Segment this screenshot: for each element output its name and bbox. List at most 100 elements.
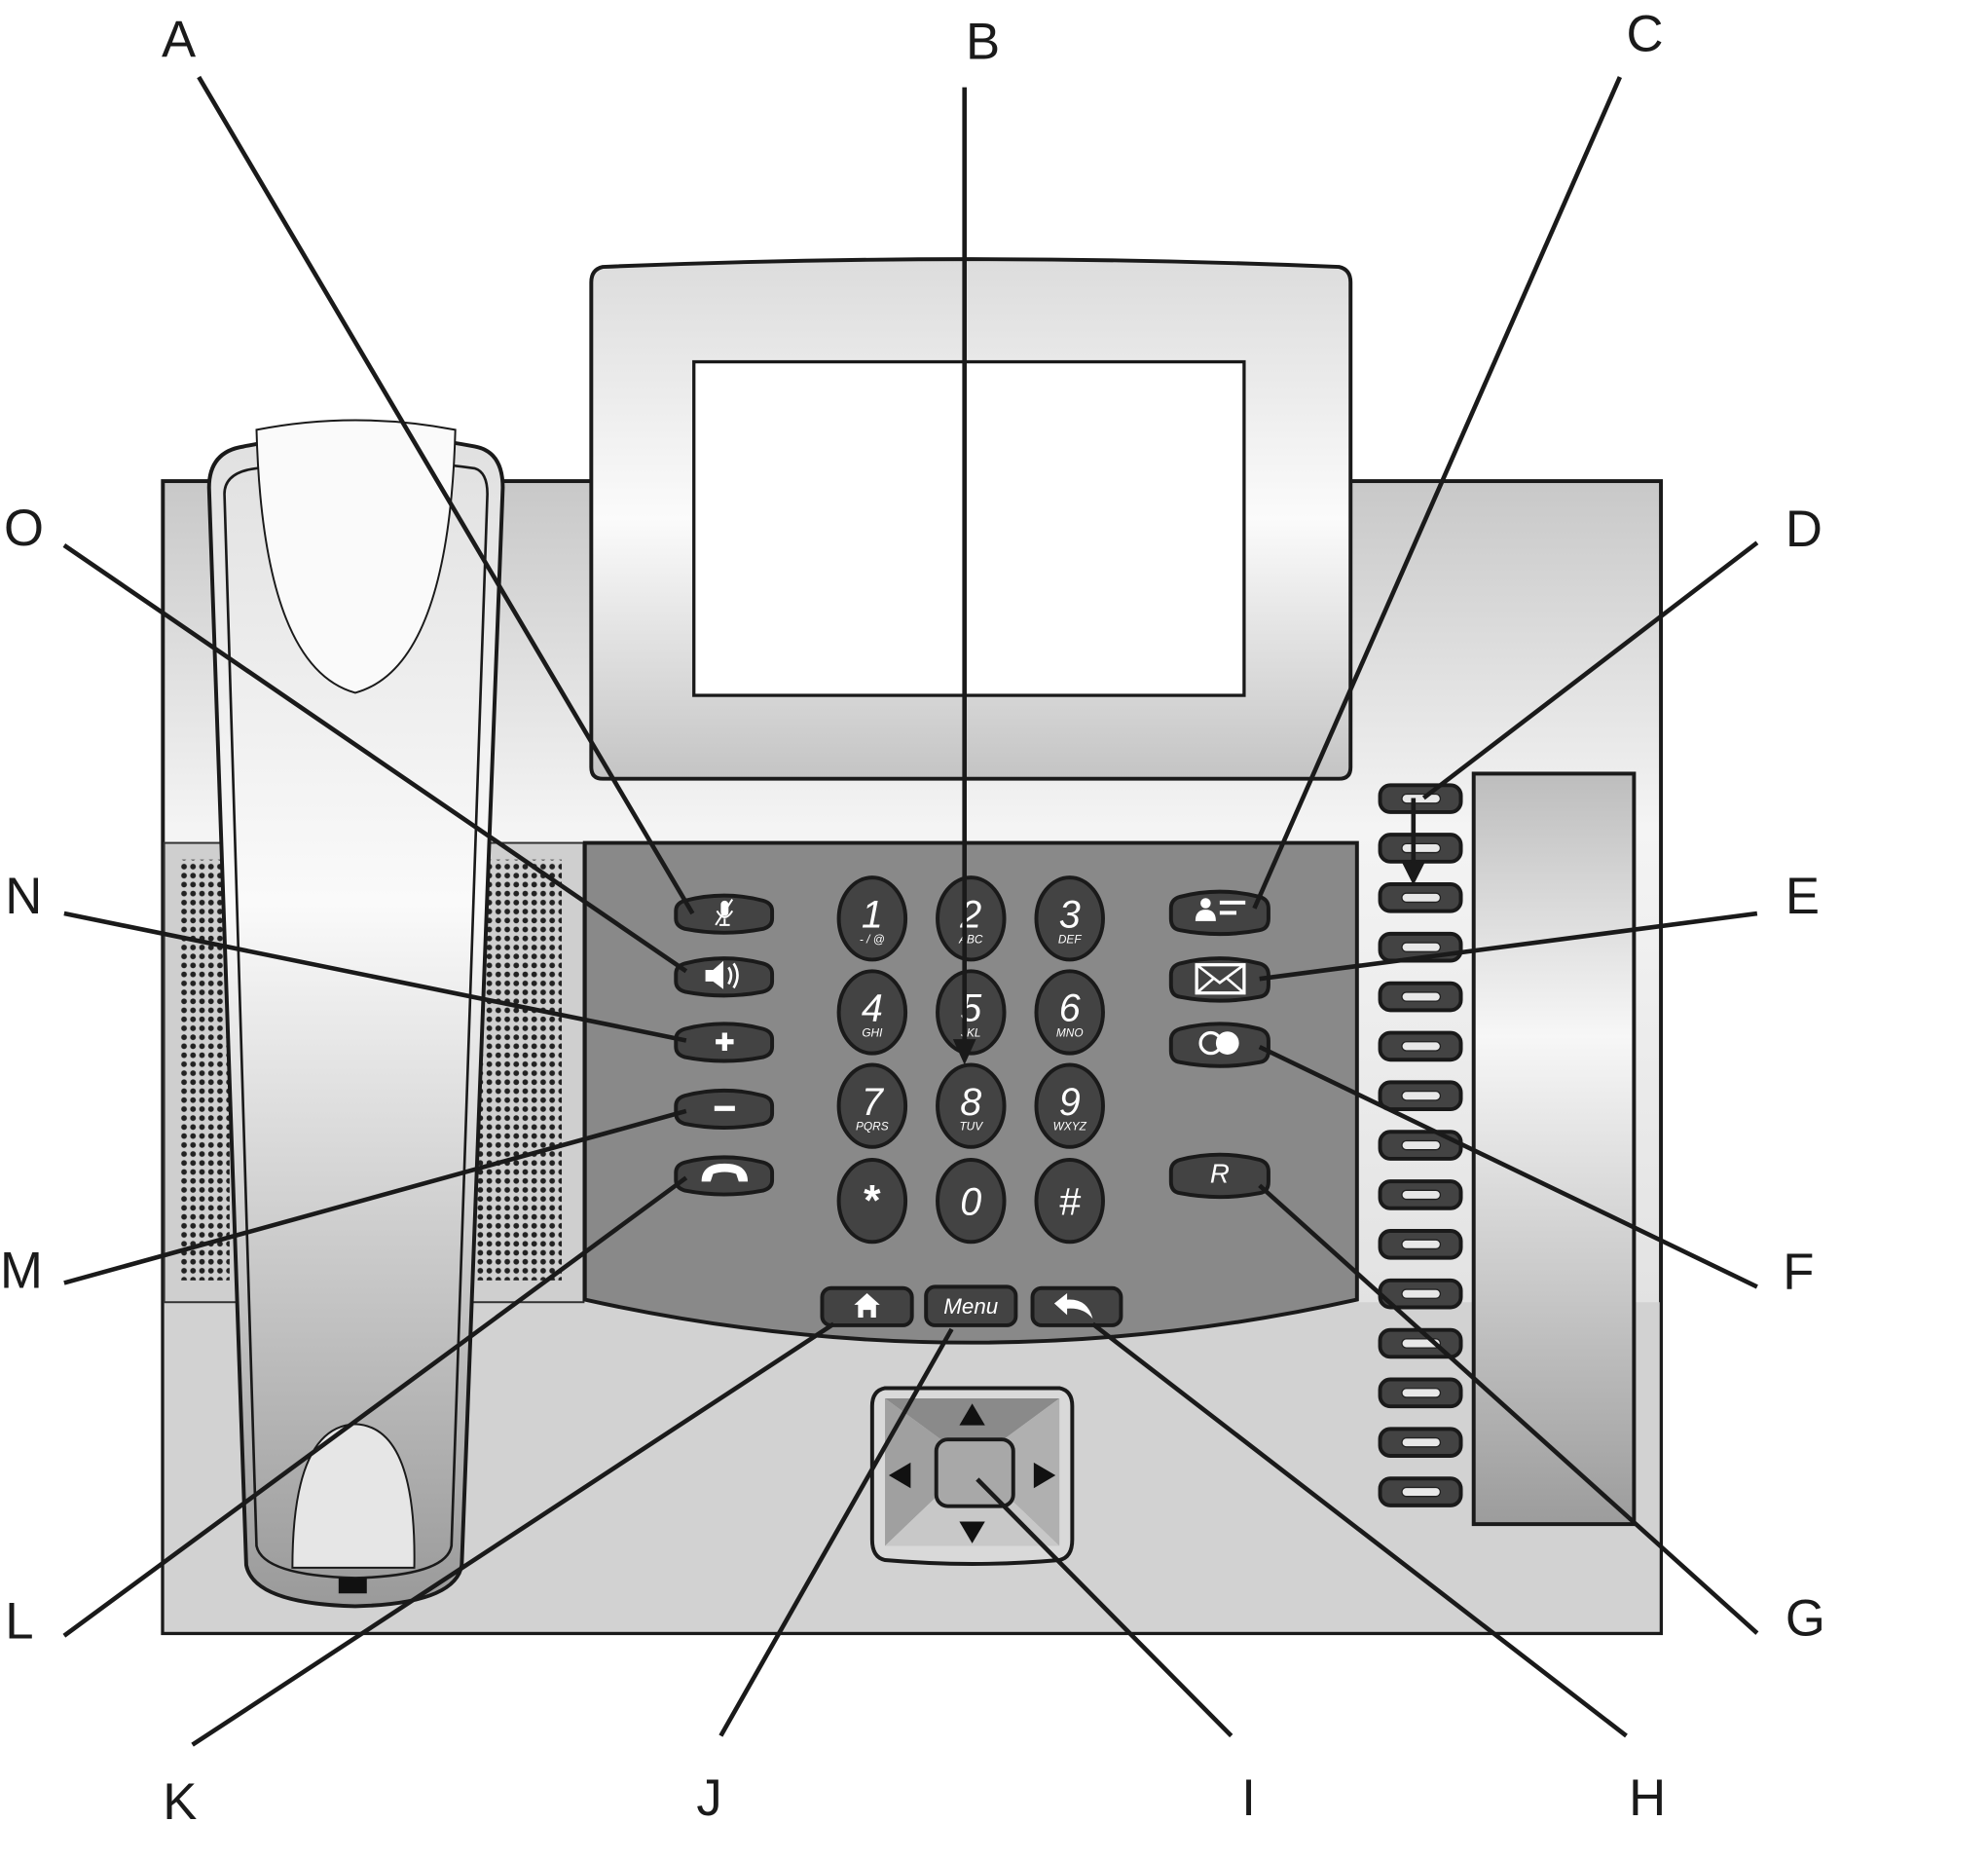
nav-left-icon[interactable] — [888, 1462, 911, 1489]
function-keys — [1378, 783, 1463, 1507]
callout-b: B — [966, 14, 1000, 71]
callout-line-h — [1091, 1321, 1628, 1738]
function-key-led — [1401, 793, 1442, 804]
function-key[interactable] — [1378, 1080, 1463, 1112]
key-letters: - / @ — [860, 932, 885, 946]
messages-button[interactable] — [1168, 956, 1270, 1003]
function-key[interactable] — [1378, 1179, 1463, 1210]
callout-line-a — [197, 75, 695, 915]
function-key-led — [1401, 842, 1442, 854]
function-key-led — [1401, 1139, 1442, 1151]
callout-g: G — [1786, 1590, 1825, 1648]
key-hash[interactable]: # — [1034, 1158, 1105, 1245]
callout-c: C — [1626, 6, 1663, 63]
key-letters: MNO — [1056, 1026, 1084, 1040]
key-digit: * — [864, 1176, 881, 1225]
key-digit: 3 — [1059, 894, 1081, 937]
callout-arrow-d — [1401, 862, 1425, 886]
callout-line-f — [1258, 1044, 1758, 1289]
back-button[interactable] — [1030, 1285, 1123, 1327]
key-digit: 4 — [862, 987, 883, 1030]
recall-label: R — [1210, 1159, 1230, 1189]
key-0[interactable]: 0 — [936, 1158, 1007, 1245]
end-call-icon — [701, 1163, 749, 1182]
nav-down-icon[interactable] — [959, 1521, 985, 1543]
key-letters: WXYZ — [1053, 1120, 1087, 1134]
end-call-button[interactable] — [674, 1155, 775, 1197]
function-key[interactable] — [1378, 783, 1463, 814]
function-key-led — [1401, 1239, 1442, 1250]
handset-earpiece — [255, 419, 457, 694]
function-key[interactable] — [1378, 1030, 1463, 1062]
menu-button[interactable]: Menu — [924, 1284, 1018, 1327]
display-screen — [692, 359, 1246, 697]
function-key-led — [1401, 1388, 1442, 1398]
home-icon — [854, 1292, 880, 1319]
callout-line-l — [62, 1175, 688, 1638]
recall-button[interactable]: R — [1168, 1152, 1270, 1200]
navigation-pad[interactable] — [869, 1386, 1075, 1566]
conference-button[interactable] — [1168, 1022, 1270, 1068]
key-digit: 6 — [1059, 987, 1081, 1030]
nav-up-icon[interactable] — [959, 1403, 985, 1426]
home-button[interactable] — [820, 1285, 914, 1327]
callout-e: E — [1786, 868, 1820, 925]
key-digit: 1 — [862, 894, 883, 937]
function-key[interactable] — [1378, 1476, 1463, 1507]
function-key[interactable] — [1378, 1130, 1463, 1161]
callout-d: D — [1786, 501, 1822, 558]
dial-keypad: 1- / @2ABC3DEF4GHI5JKL6MNO7PQRS8TUV9WXYZ… — [836, 875, 1105, 1245]
callout-h: H — [1629, 1769, 1666, 1827]
callout-line-k — [191, 1321, 835, 1747]
function-key[interactable] — [1378, 833, 1463, 864]
function-key-led — [1401, 1090, 1442, 1101]
menu-label: Menu — [943, 1294, 998, 1319]
callout-labels: A B C D E F G H I J K L M N O — [0, 6, 1825, 1831]
function-key[interactable] — [1378, 882, 1463, 913]
function-key[interactable] — [1378, 1228, 1463, 1260]
back-arrow-icon — [1053, 1292, 1093, 1320]
key-1[interactable]: 1- / @ — [836, 875, 908, 962]
speaker-icon — [705, 960, 739, 989]
key-digit: # — [1059, 1181, 1082, 1224]
callout-lines — [62, 75, 1759, 1747]
function-key-led — [1401, 991, 1442, 1002]
handset[interactable] — [206, 419, 505, 1609]
callout-j: J — [696, 1769, 721, 1827]
callout-line-c — [1252, 76, 1623, 910]
key-digit: 8 — [960, 1081, 981, 1124]
nav-right-icon[interactable] — [1033, 1462, 1056, 1489]
function-key[interactable] — [1378, 981, 1463, 1013]
function-key[interactable] — [1378, 1377, 1463, 1409]
callout-line-g — [1258, 1183, 1759, 1635]
callout-k: K — [163, 1773, 197, 1831]
callout-line-e — [1259, 911, 1758, 982]
contacts-button[interactable] — [1168, 889, 1270, 937]
callout-line-i — [976, 1477, 1233, 1738]
microphone-mute-button[interactable] — [674, 893, 775, 935]
speaker-holes-left — [178, 859, 230, 1281]
speaker-button[interactable] — [674, 956, 775, 998]
nav-ok-button[interactable] — [934, 1437, 1015, 1508]
volume-plus-button[interactable] — [674, 1022, 775, 1063]
function-key-led — [1401, 1041, 1442, 1052]
key-digit: 7 — [862, 1081, 885, 1124]
function-key-led — [1401, 1436, 1442, 1448]
callout-l: L — [5, 1592, 33, 1650]
key-letters: TUV — [959, 1120, 983, 1134]
volume-minus-button[interactable] — [674, 1088, 775, 1131]
volume-plus-icon — [716, 1032, 734, 1051]
key-star[interactable]: * — [836, 1158, 908, 1245]
function-key-led — [1401, 942, 1442, 952]
function-key[interactable] — [1378, 1427, 1463, 1459]
callout-line-d — [1421, 540, 1759, 800]
function-key-led — [1401, 1189, 1442, 1201]
